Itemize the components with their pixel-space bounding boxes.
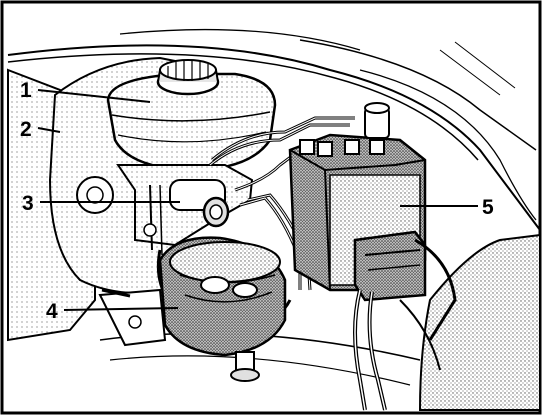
brake-master-cylinder: [116, 164, 254, 256]
callout-1: 1: [20, 79, 32, 102]
callout-3: 3: [22, 192, 34, 215]
callout-labels: 1 2 3 4 5: [20, 79, 494, 323]
callout-5: 5: [482, 196, 494, 219]
leader-line-4: [63, 307, 179, 311]
callout-4: 4: [46, 300, 58, 323]
abs-hydraulic-unit: [288, 102, 457, 411]
leader-line-2: [37, 127, 61, 133]
leader-line-1: [37, 89, 151, 103]
leader-lines: [37, 89, 478, 311]
pressure-valve-unit: [98, 236, 287, 382]
callout-2: 2: [20, 118, 32, 141]
